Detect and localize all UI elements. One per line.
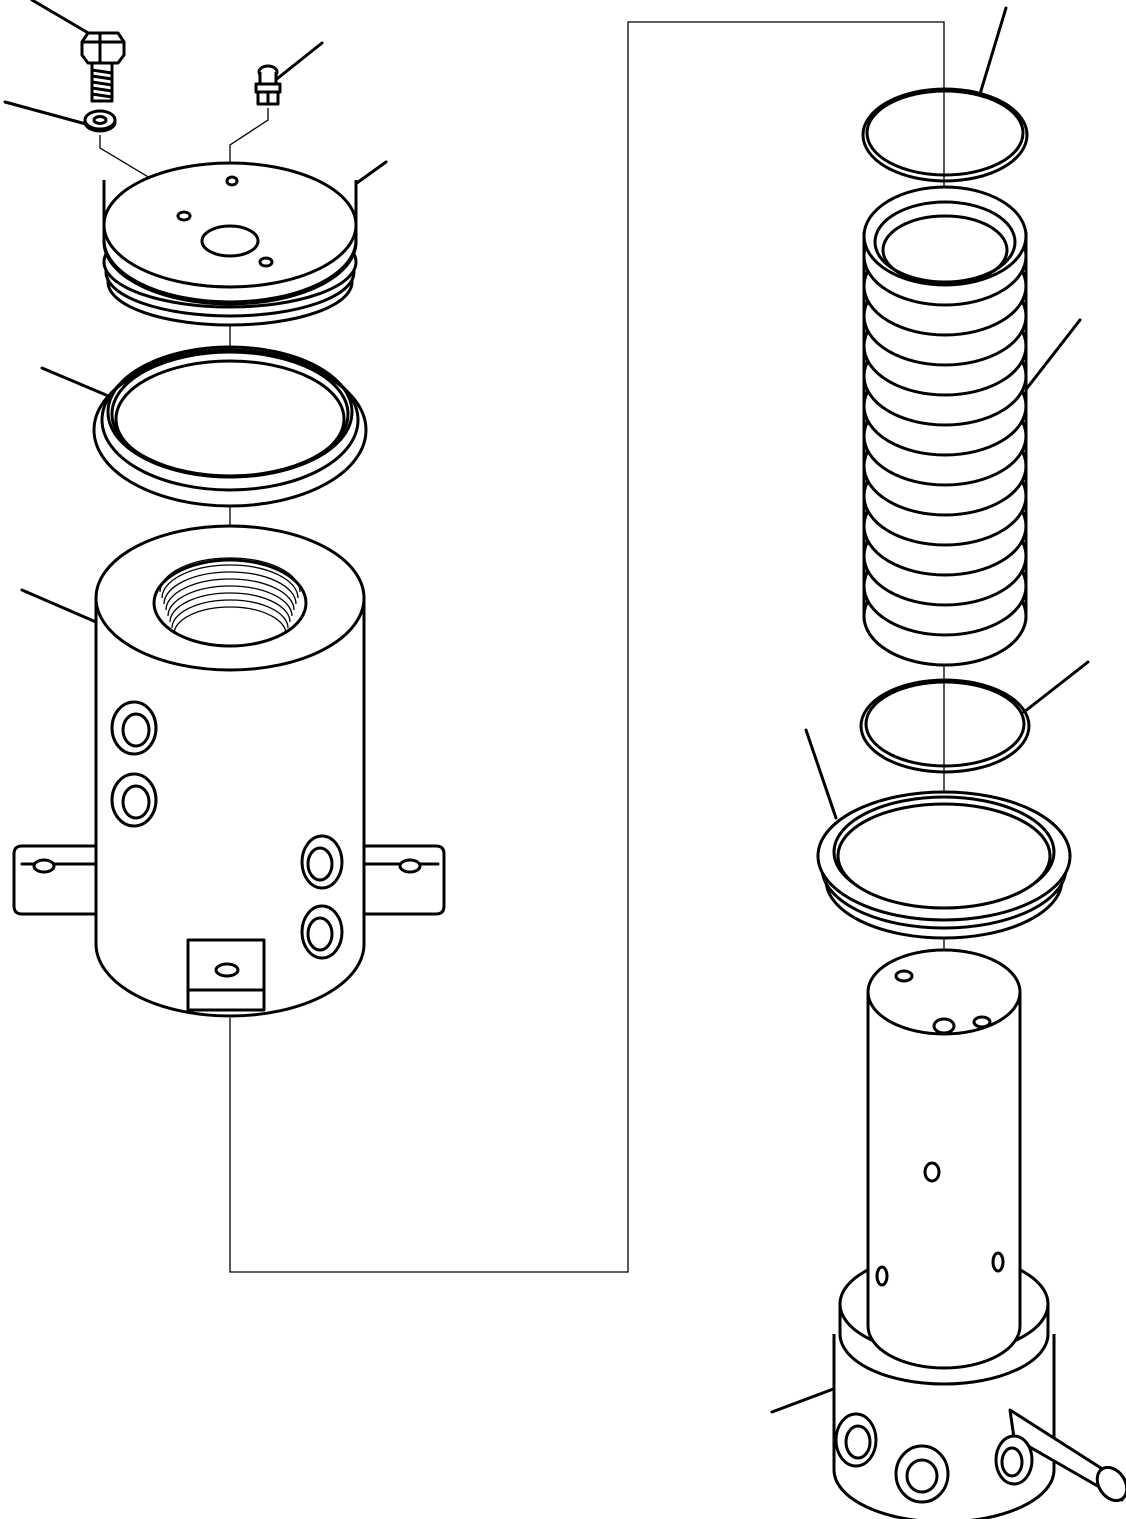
shaft-base-ports [834, 1412, 1034, 1504]
shaft-leader-line [770, 1386, 838, 1414]
cover-seal-ring [92, 345, 368, 508]
top-o-ring-leader-line [978, 6, 1008, 96]
bolt [80, 31, 126, 103]
fitting-leader-line [271, 41, 324, 84]
washer-leader-line [3, 100, 88, 126]
housing-leader-line [20, 588, 98, 624]
cover-seal-leader-line [40, 366, 108, 397]
grease-fitting [254, 64, 282, 106]
seal-stack-leader-line [1022, 318, 1082, 394]
washer [83, 109, 117, 133]
seal-ring-stack [862, 185, 1028, 667]
housing-ports [110, 700, 344, 960]
bottom-seal-leader-line [804, 728, 838, 820]
lower-o-ring-leader-line [1022, 660, 1090, 714]
top-o-ring [861, 87, 1029, 183]
housing-left-ear [12, 844, 106, 916]
housing [12, 524, 446, 1018]
leader-lines [3, 0, 1090, 1414]
cover-plate [102, 161, 358, 327]
cover-center-bore [200, 224, 260, 258]
housing-bore-threads [159, 557, 301, 635]
lower-o-ring [859, 678, 1031, 774]
swivel-shaft [832, 948, 1126, 1519]
bolt-thread [90, 68, 114, 99]
housing-right-ear [354, 844, 446, 916]
bottom-seal-ring [816, 790, 1072, 940]
bolt-leader-line [30, 0, 92, 36]
